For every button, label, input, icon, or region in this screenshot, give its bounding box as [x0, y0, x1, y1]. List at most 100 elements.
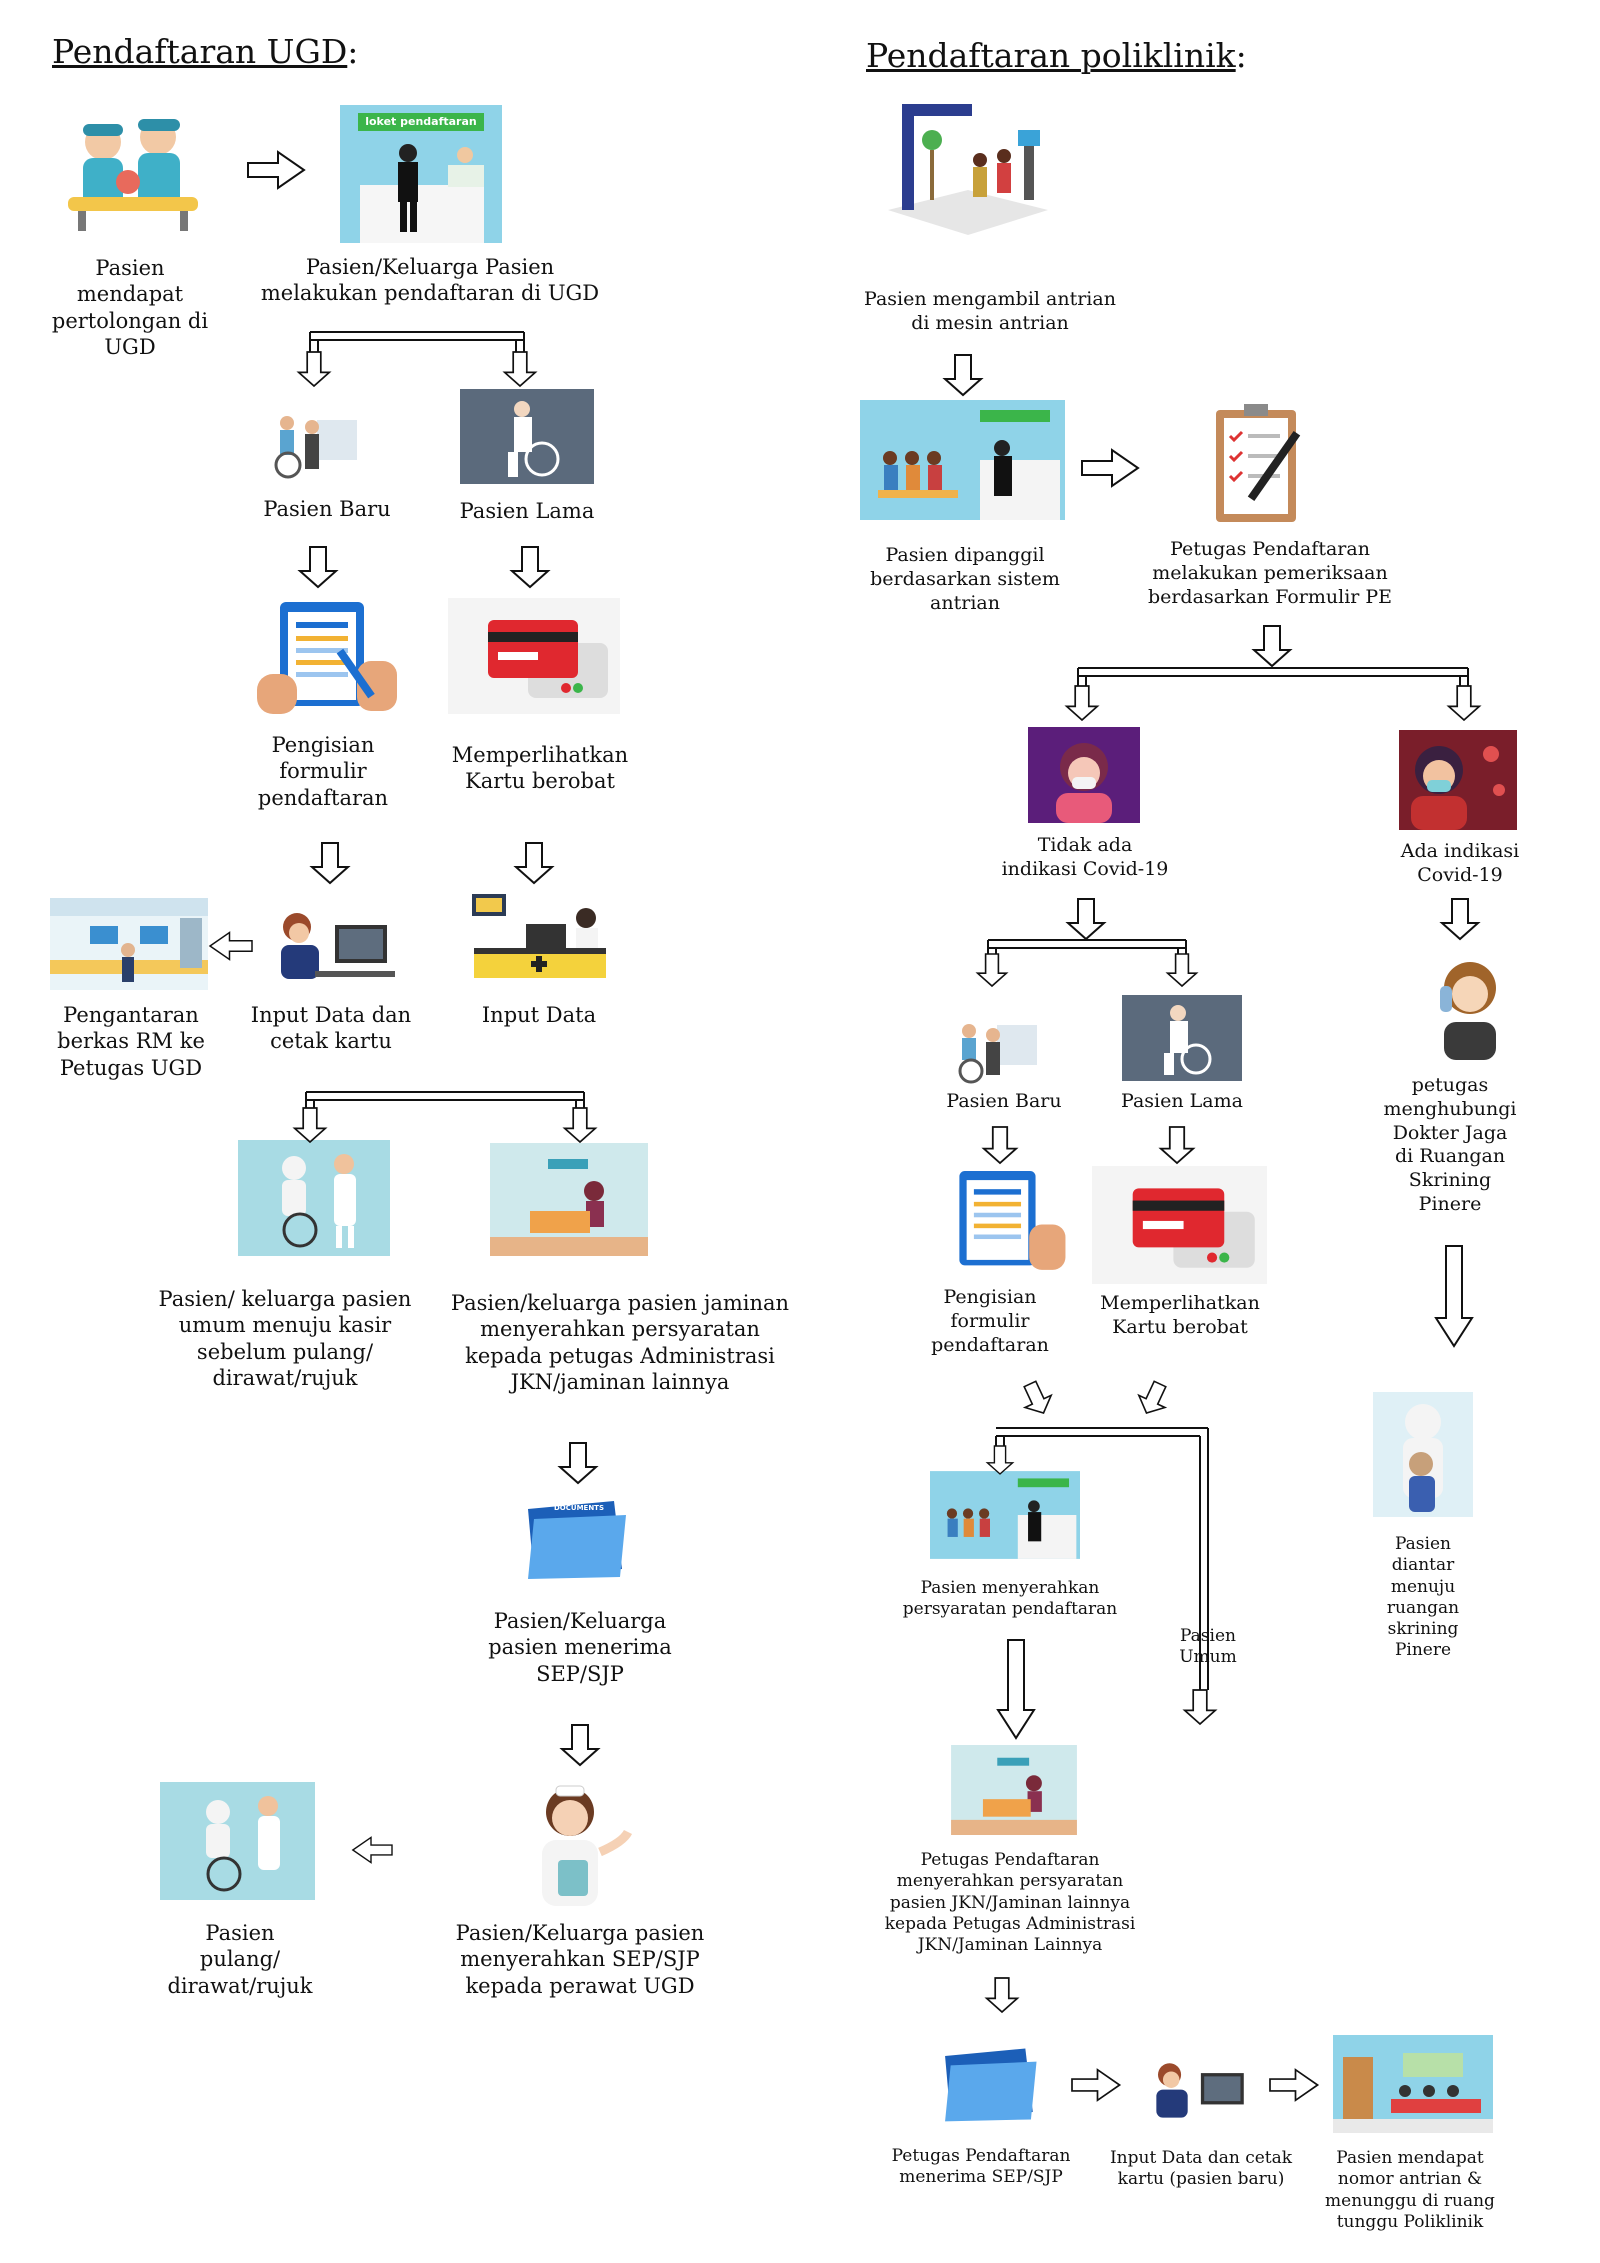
- step-keluarga-daftar: Pasien/Keluarga Pasien melakukan pendaft…: [260, 255, 600, 306]
- form-clipboard-illustration: [252, 596, 402, 716]
- branch-connector: [1077, 667, 1469, 694]
- step-ambil-antrian: Pasien mengambil antrian di mesin antria…: [864, 288, 1116, 334]
- arrow-down: [299, 546, 337, 588]
- poli-old-patient-illustration: [1122, 995, 1242, 1081]
- step-poli-input-cetak: Input Data dan cetak kartu (pasien baru): [1109, 2148, 1293, 2190]
- old-patient-illustration: [460, 389, 594, 484]
- arrow-down: [982, 1126, 1018, 1164]
- arrow-down: [1253, 625, 1291, 667]
- patient-discharge-illustration: [160, 1782, 315, 1900]
- merge-connector: [995, 1427, 1209, 1690]
- arrow-down: [944, 354, 982, 396]
- poli-wheelchair-illustration: [945, 1015, 1040, 1085]
- ppe-escort-illustration: [1373, 1392, 1473, 1517]
- step-memperlihatkan-kartu: Memperlihatkan Kartu berobat: [451, 743, 629, 794]
- step-ada-covid: Ada indikasi Covid-19: [1400, 840, 1520, 886]
- step-diantar-skrining: Pasien diantar menuju ruangan skrining P…: [1386, 1534, 1460, 1661]
- step-poli-pasien-lama: Pasien Lama: [1121, 1090, 1243, 1112]
- nurse-illustration: [508, 1772, 638, 1910]
- branch-connector: [305, 1091, 585, 1128]
- arrow-right: [1081, 449, 1139, 487]
- arrow-down: [563, 1107, 597, 1143]
- documents-label: DOCUMENTS: [553, 1504, 604, 1512]
- input-desk-illustration: [470, 890, 610, 990]
- step-serahkan-sep: Pasien/Keluarga pasien menyerahkan SEP/S…: [455, 1921, 705, 1998]
- step-tidak-covid: Tidak ada indikasi Covid-19: [1001, 834, 1169, 880]
- step-pengantaran-berkas: Pengantaran berkas RM ke Petugas UGD: [57, 1003, 205, 1080]
- step-poli-menerima-sep: Petugas Pendaftaran menerima SEP/SJP: [891, 2146, 1071, 2188]
- step-menerima-sep: Pasien/Keluarga pasien menerima SEP/SJP: [488, 1609, 672, 1686]
- step-pulang: Pasien pulang/ dirawat/rujuk: [167, 1921, 313, 1998]
- arrow-down-long: [1434, 1245, 1474, 1348]
- step-menghubungi-dokter: petugas menghubungi Dokter Jaga di Ruang…: [1383, 1074, 1517, 1215]
- arrow-down: [515, 842, 553, 884]
- arrow-down: [1447, 685, 1481, 721]
- step-menyerahkan-persyaratan: Pasien menyerahkan persyaratan pendaftar…: [902, 1578, 1118, 1620]
- arrow-down: [986, 1445, 1014, 1475]
- arrow-down: [985, 1977, 1019, 2013]
- step-jaminan-persyaratan: Pasien/keluarga pasien jaminan menyerahk…: [450, 1291, 790, 1394]
- step-input-cetak: Input Data dan cetak kartu: [250, 1003, 412, 1054]
- arrow-down: [297, 351, 331, 387]
- waiting-room-illustration: [1333, 2035, 1493, 2133]
- arrow-down: [293, 1107, 327, 1143]
- step-pasien-baru: Pasien Baru: [263, 497, 391, 521]
- checklist-illustration: [1208, 396, 1308, 530]
- poli-form-clipboard-illustration: [934, 1165, 1070, 1275]
- step-menuju-kasir: Pasien/ keluarga pasien umum menuju kasi…: [158, 1287, 412, 1390]
- step-poli-pasien-baru: Pasien Baru: [946, 1090, 1062, 1112]
- arrow-down: [311, 842, 349, 884]
- step-poli-pengisian-formulir: Pengisian formulir pendaftaran: [931, 1286, 1049, 1356]
- step-pasien-lama: Pasien Lama: [459, 499, 595, 523]
- arrow-down: [1065, 685, 1099, 721]
- arrow-down: [1067, 898, 1105, 940]
- step-pasien-umum: Pasien Umum: [1179, 1626, 1237, 1668]
- poli-staff-computer-illustration: [1133, 2050, 1263, 2130]
- step-pengisian-formulir: Pengisian formulir pendaftaran: [257, 733, 389, 810]
- arrow-right: [1071, 2068, 1121, 2102]
- registration-counter-illustration: loket pendaftaran: [340, 105, 502, 243]
- step-poli-memperlihatkan-kartu: Memperlihatkan Kartu berobat: [1100, 1292, 1260, 1338]
- queue-machine-illustration: [888, 100, 1048, 235]
- step-input-data: Input Data: [481, 1003, 597, 1027]
- arrow-down: [559, 1442, 597, 1484]
- arrow-down-diagonal: [1132, 1377, 1174, 1420]
- loket-sign: loket pendaftaran: [365, 115, 477, 128]
- waiting-queue-illustration: [860, 400, 1065, 520]
- no-covid-woman-illustration: [1028, 727, 1140, 823]
- arrow-down: [511, 546, 549, 588]
- arrow-down: [1441, 898, 1479, 940]
- staff-computer-illustration: [255, 897, 408, 994]
- arrow-right: [247, 151, 305, 189]
- phone-call-woman-illustration: [1418, 950, 1518, 1060]
- covid-man-illustration: [1399, 730, 1517, 830]
- emergency-team-illustration: [48, 92, 218, 242]
- arrow-down-diagonal: [1016, 1377, 1058, 1420]
- arrow-down: [976, 953, 1008, 987]
- arrow-down: [561, 1724, 599, 1766]
- poli-card-display-illustration: [1092, 1165, 1267, 1285]
- administration-desk-illustration: [490, 1143, 648, 1256]
- poli-documents-folder-illustration: [932, 2040, 1044, 2128]
- branch-connector: [309, 331, 525, 372]
- nurse-wheelchair-illustration: [238, 1140, 390, 1256]
- arrow-down-long: [996, 1639, 1036, 1740]
- arrow-left: [209, 931, 253, 961]
- poli-heading: Pendaftaran poliklinik:: [866, 36, 1247, 75]
- card-display-illustration: [448, 598, 620, 714]
- step-petugas-periksa: Petugas Pendaftaran melakukan pemeriksaa…: [1147, 538, 1393, 608]
- ugd-heading: Pendaftaran UGD:: [52, 32, 359, 71]
- step-dipanggil: Pasien dipanggil berdasarkan sistem antr…: [870, 544, 1060, 614]
- step-nomor-antrian: Pasien mendapat nomor antrian & menunggu…: [1325, 2148, 1495, 2232]
- arrow-down: [1183, 1689, 1217, 1725]
- branch-connector: [987, 939, 1187, 970]
- rm-delivery-illustration: [50, 898, 208, 990]
- poli-admin-desk-illustration: [950, 1745, 1078, 1835]
- arrow-right: [1269, 2068, 1319, 2102]
- arrow-down: [1159, 1126, 1195, 1164]
- poli-waiting-queue-illustration: [930, 1465, 1080, 1565]
- arrow-down: [1166, 953, 1198, 987]
- arrow-left: [352, 1836, 393, 1864]
- step-pasien-pertolongan: Pasien mendapat pertolongan di UGD: [51, 256, 209, 359]
